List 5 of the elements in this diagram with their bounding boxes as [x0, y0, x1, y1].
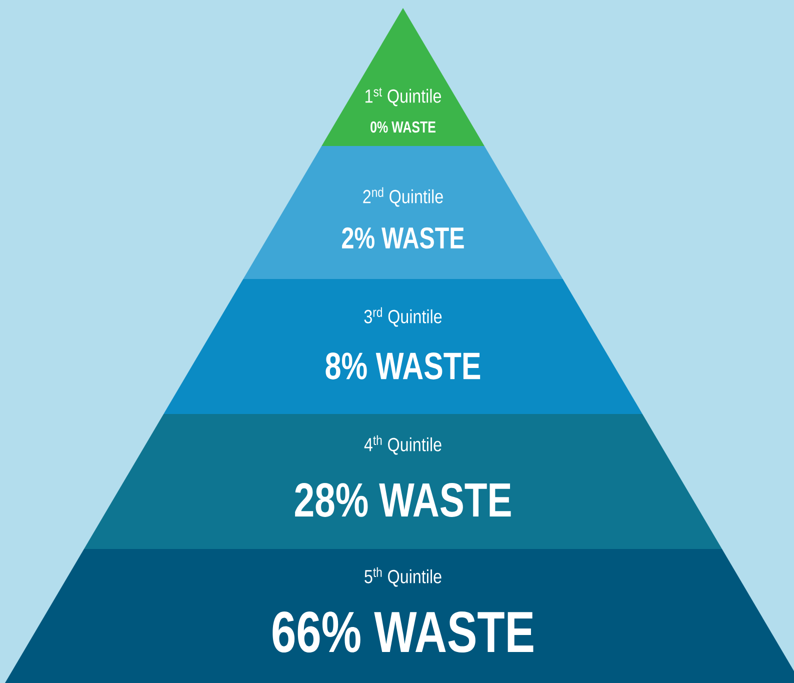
pyramid-level: 3$^{rd}$ Quintile 8% WASTE: [164, 279, 642, 414]
pyramid-level: 2$^{nd}$ Quintile 2% WASTE: [243, 146, 563, 279]
pyramid-level: 4$^{th}$ Quintile 28% WASTE: [84, 414, 722, 549]
pyramid-level: 1$^{st}$ Quintile 0% WASTE: [322, 8, 484, 146]
pyramid-level: 5$^{th}$ Quintile 66% WASTE: [5, 549, 794, 683]
